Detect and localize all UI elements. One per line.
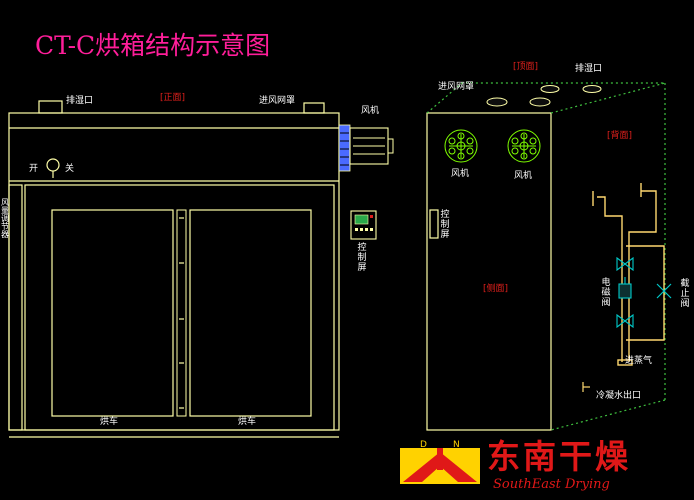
intake-cover-box	[303, 102, 325, 114]
solenoid-valve-label: 电磁阀	[601, 278, 611, 308]
side-exhaust-port-label: 排湿口	[575, 64, 603, 74]
front-control-panel[interactable]	[350, 210, 377, 240]
side-view	[426, 112, 552, 431]
cart-right-label: 烘车	[238, 417, 257, 427]
switch-on-label: 开	[29, 164, 39, 174]
shutoff-valve-label: 截止阀	[680, 279, 690, 309]
logo-badge-icon: D N	[400, 438, 480, 484]
top-vents	[486, 85, 602, 107]
side-fan-left-label: 风机	[451, 169, 470, 179]
cart-right	[189, 209, 312, 417]
fan-motor	[338, 124, 394, 172]
logo-badge-right-letter: N	[453, 440, 460, 450]
logo-badge-left-letter: D	[420, 440, 427, 450]
front-fan-label: 风机	[361, 106, 380, 116]
condensate-outlet-label: 冷凝水出口	[596, 391, 642, 401]
valve-assembly	[616, 256, 634, 329]
air-distributor-strip	[8, 184, 23, 431]
cart-left-label: 烘车	[100, 417, 119, 427]
side-fan-left-icon	[444, 129, 478, 163]
side-fan-right-label: 风机	[514, 171, 533, 181]
side-control-panel-label: 控制屏	[440, 210, 450, 240]
page-title: CT-C烘箱结构示意图	[35, 31, 271, 60]
logo-english: SouthEast Drying	[493, 477, 610, 492]
front-exhaust-port-label: 排湿口	[66, 96, 94, 106]
cart-left	[51, 209, 174, 417]
side-control-panel	[429, 209, 439, 239]
shutoff-valve-icon	[656, 283, 672, 299]
back-view-label: [背面]	[607, 131, 633, 141]
steam-piping	[592, 183, 665, 366]
switch-off-label: 关	[65, 164, 75, 174]
side-cabinet	[426, 112, 552, 431]
switch-knob-icon[interactable]	[46, 158, 60, 178]
steam-inlet-label: 进蒸气	[625, 356, 653, 366]
front-intake-cover-label: 进风网罩	[259, 96, 296, 106]
logo-chinese: 东南干燥	[487, 437, 631, 476]
door-frame	[24, 184, 335, 431]
front-control-panel-label: 控制屏	[357, 243, 367, 273]
exhaust-port-box	[38, 100, 63, 114]
front-view	[8, 100, 340, 438]
door-hinge	[176, 209, 187, 417]
front-cabinet	[8, 112, 340, 431]
side-intake-cover-label: 进风网罩	[438, 82, 475, 92]
air-distributor-label: 风量调节器	[1, 198, 9, 239]
condensate-fitting	[582, 382, 590, 392]
top-view-label: [顶面]	[513, 62, 539, 72]
front-view-label: [正面]	[160, 93, 186, 103]
side-view-label: [侧面]	[483, 284, 509, 294]
side-fan-right-icon	[507, 129, 541, 163]
